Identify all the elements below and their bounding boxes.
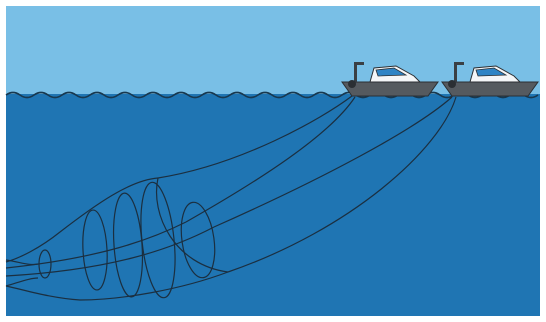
- net-ring-5: [38, 249, 52, 279]
- net-ring-1: [180, 201, 216, 279]
- trawl-net-icon: [5, 177, 229, 301]
- boat-winch: [448, 80, 456, 88]
- boat-winch: [348, 80, 356, 88]
- trawler-boat-icon: [341, 62, 439, 97]
- net-cod-end: [5, 259, 39, 287]
- towing-warps: [157, 95, 457, 273]
- net-seam-belly: [156, 177, 229, 273]
- sea-surface-waves: [5, 91, 539, 99]
- boat-mast: [354, 62, 357, 82]
- boat-window: [475, 67, 508, 77]
- warp-left-boat-upper: [157, 95, 353, 179]
- warp-left-boat-lower: [185, 96, 356, 223]
- net-ring-3: [112, 192, 144, 298]
- net-top-edge: [5, 177, 159, 263]
- trawler-boat-icon: [441, 62, 539, 97]
- warp-right-boat-upper: [213, 96, 453, 228]
- boat-window: [375, 67, 408, 77]
- net-ring-4: [82, 209, 108, 291]
- boat-gantry: [454, 62, 464, 65]
- sea: [6, 94, 540, 316]
- net-bottom-edge: [5, 271, 229, 301]
- net-seam-lower: [5, 226, 215, 277]
- boat-mast: [454, 62, 457, 82]
- boat-hull: [341, 81, 439, 97]
- boat-gantry: [354, 62, 364, 65]
- warp-right-boat-lower: [227, 96, 457, 273]
- boat-hull: [441, 81, 539, 97]
